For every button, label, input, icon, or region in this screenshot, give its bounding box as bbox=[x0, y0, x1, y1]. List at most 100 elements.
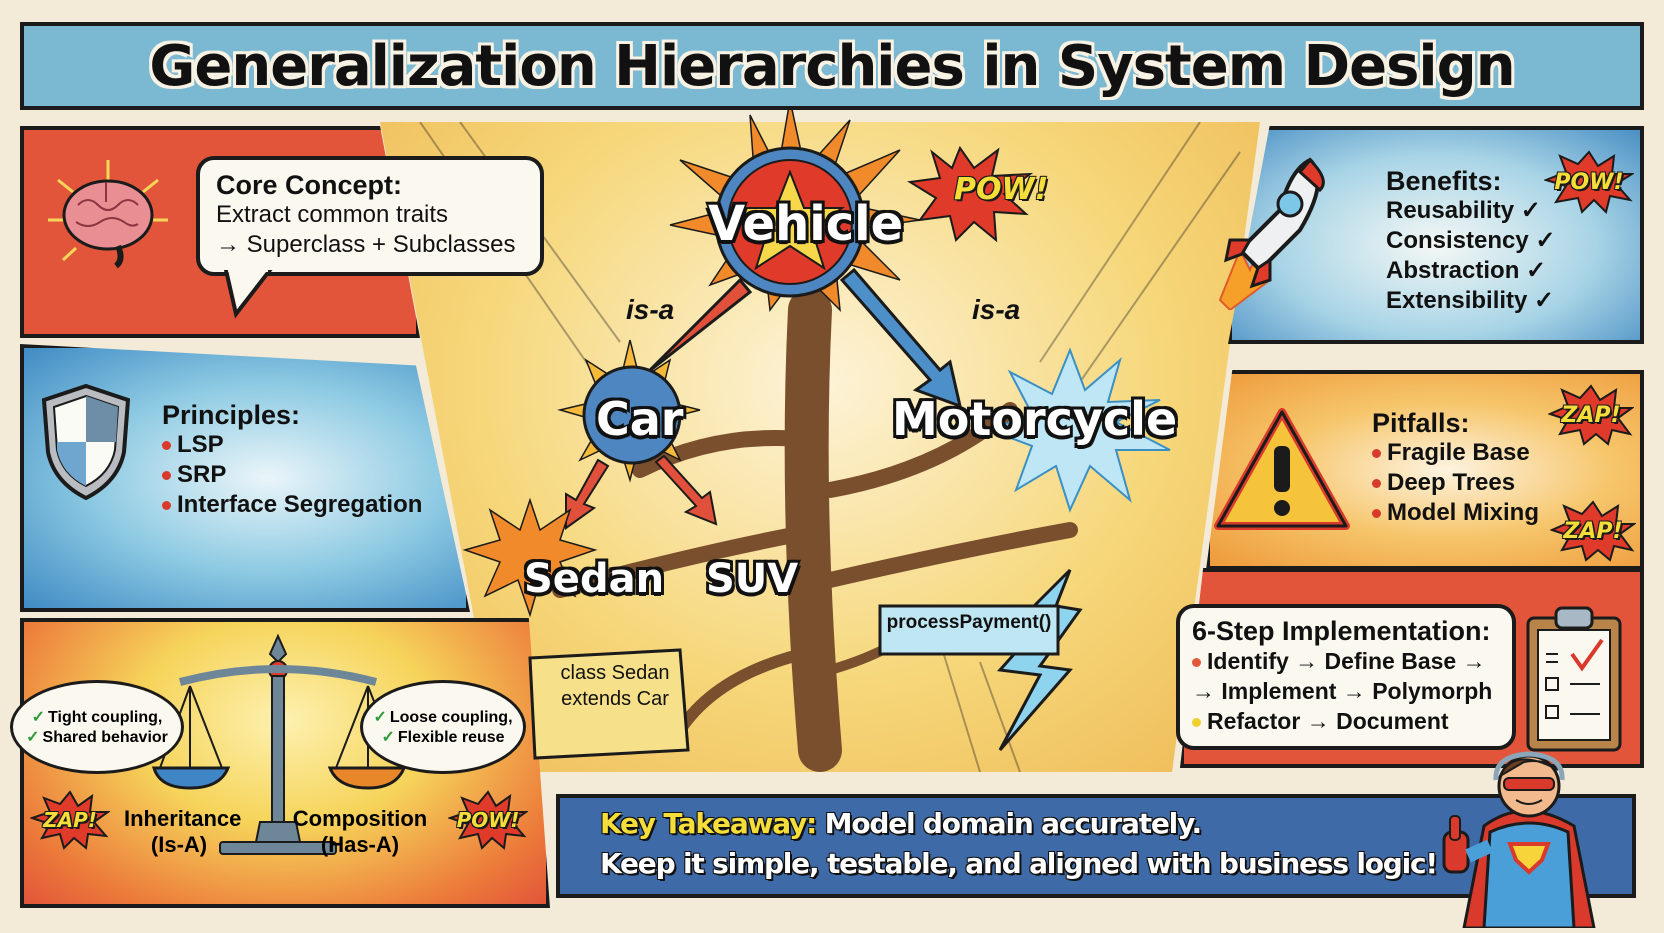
principles-list: Principles: LSP SRP Interface Segregatio… bbox=[162, 400, 422, 520]
pitfalls-heading: Pitfalls: bbox=[1372, 408, 1470, 438]
pow-burst-icon: POW! bbox=[448, 790, 528, 850]
check-icon: ✓ bbox=[381, 729, 395, 746]
pow-text: POW! bbox=[456, 808, 520, 832]
is-a-label-left: is-a bbox=[626, 294, 675, 325]
pow-text: POW! bbox=[1554, 169, 1624, 195]
pitfalls-list: Pitfalls: Fragile Base Deep Trees Model … bbox=[1372, 408, 1539, 528]
inheritance-bubble: ✓Tight coupling, ✓Shared behavior bbox=[10, 680, 184, 774]
takeaway-line-2: Keep it simple, testable, and aligned wi… bbox=[600, 847, 1438, 880]
benefits-list: Benefits: Reusability ✓ Consistency ✓ Ab… bbox=[1386, 166, 1556, 316]
node-car: Car bbox=[596, 392, 684, 446]
page-title: Generalization Hierarchies in System Des… bbox=[149, 33, 1515, 99]
benefits-heading: Benefits: bbox=[1386, 166, 1502, 196]
composition-bubble: ✓Loose coupling, ✓Flexible reuse bbox=[360, 680, 526, 774]
implementation-line: Identify → Define Base → bbox=[1207, 648, 1486, 674]
motorcycle-burst bbox=[987, 347, 1171, 513]
inheritance-pan bbox=[151, 766, 231, 790]
inheritance-label: Inheritance (Is-A) bbox=[124, 806, 242, 858]
zap-burst-icon: ZAP! bbox=[1550, 500, 1636, 562]
benefit-item: Consistency bbox=[1386, 227, 1529, 254]
implementation-line: → Implement → Polymorph bbox=[1192, 678, 1493, 704]
bullet-icon bbox=[1372, 509, 1381, 519]
check-icon: ✓ bbox=[31, 709, 46, 726]
benefit-item: Reusability bbox=[1386, 197, 1515, 224]
bullet-icon bbox=[162, 441, 171, 451]
superhero-icon bbox=[1424, 736, 1634, 933]
lightning-icon bbox=[996, 568, 1083, 751]
method-note-box bbox=[878, 604, 1060, 656]
rocket-icon bbox=[1200, 150, 1340, 315]
sedan-burst bbox=[462, 497, 598, 618]
core-concept-bubble: Core Concept: Extract common traits → Su… bbox=[196, 156, 544, 276]
code-note-box bbox=[528, 648, 690, 760]
method-note: processPayment() bbox=[886, 612, 1052, 633]
check-icon: ✓ bbox=[26, 729, 40, 746]
implementation-heading: 6-Step Implementation: bbox=[1192, 616, 1491, 646]
suv-arrow bbox=[654, 454, 718, 526]
inheritance-point: Shared behavior bbox=[42, 729, 168, 746]
node-sedan: Sedan bbox=[524, 556, 665, 602]
pitfall-item: Model Mixing bbox=[1387, 499, 1539, 526]
composition-point: Flexible reuse bbox=[397, 729, 505, 746]
composition-point: Loose coupling, bbox=[389, 709, 513, 726]
zap-text: ZAP! bbox=[1561, 402, 1621, 428]
zap-burst-icon: ZAP! bbox=[1548, 384, 1634, 446]
shield-icon bbox=[38, 382, 134, 507]
composition-title: Composition bbox=[292, 806, 428, 831]
bullet-icon bbox=[1192, 718, 1201, 728]
bullet-icon bbox=[1372, 449, 1381, 459]
inheritance-sub: (Is-A) bbox=[150, 832, 208, 857]
title-banner: Generalization Hierarchies in System Des… bbox=[20, 22, 1644, 110]
takeaway-label: Key Takeaway: bbox=[600, 807, 817, 840]
is-a-label-right: is-a bbox=[972, 294, 1021, 325]
hierarchy-tree bbox=[462, 110, 1171, 772]
sedan-arrow bbox=[565, 458, 610, 530]
core-concept-heading: Core Concept: bbox=[216, 170, 403, 200]
check-icon: ✓ bbox=[1526, 257, 1547, 284]
is-a-arrow-right bbox=[839, 267, 963, 409]
node-suv: SUV bbox=[706, 556, 799, 602]
composition-sub: (Has-A) bbox=[320, 832, 400, 857]
warning-icon bbox=[1214, 406, 1350, 541]
check-icon: ✓ bbox=[1520, 197, 1541, 224]
core-concept-line: → Superclass + Subclasses bbox=[216, 231, 516, 258]
brain-icon bbox=[48, 160, 168, 270]
bullet-icon bbox=[1192, 658, 1201, 668]
vehicle-pow-text: POW! bbox=[954, 172, 1049, 207]
composition-label: Composition (Has-A) bbox=[290, 806, 430, 858]
inheritance-title: Inheritance bbox=[124, 806, 242, 831]
node-vehicle: Vehicle bbox=[708, 196, 904, 252]
composition-pan bbox=[327, 766, 407, 790]
bullet-icon bbox=[1372, 479, 1381, 489]
bullet-icon bbox=[162, 501, 171, 511]
benefit-item: Extensibility bbox=[1386, 287, 1528, 314]
implementation-line: Refactor → Document bbox=[1207, 708, 1449, 734]
implementation-bubble: 6-Step Implementation: Identify → Define… bbox=[1176, 604, 1516, 750]
code-note-line: extends Car bbox=[561, 688, 669, 710]
star-icon bbox=[734, 169, 846, 271]
node-motorcycle: Motorcycle bbox=[892, 392, 1178, 446]
takeaway-line-1: Model domain accurately. bbox=[824, 807, 1203, 840]
zap-text: ZAP! bbox=[1563, 518, 1623, 544]
principle-item: Interface Segregation bbox=[177, 491, 423, 518]
pow-burst-icon bbox=[907, 145, 1034, 243]
check-icon: ✓ bbox=[1534, 287, 1555, 314]
principle-item: SRP bbox=[177, 461, 227, 488]
code-note-line: class Sedan bbox=[560, 662, 670, 684]
check-icon: ✓ bbox=[1535, 227, 1556, 254]
pitfall-item: Fragile Base bbox=[1387, 439, 1530, 466]
pow-burst-icon: POW! bbox=[1544, 150, 1634, 214]
bubble-tail bbox=[223, 270, 273, 319]
benefit-item: Abstraction bbox=[1386, 257, 1520, 284]
inheritance-point: Tight coupling, bbox=[48, 709, 163, 726]
check-icon: ✓ bbox=[373, 709, 387, 726]
clipboard-icon bbox=[1524, 604, 1624, 759]
takeaway-text: Key Takeaway: Model domain accurately. K… bbox=[600, 804, 1438, 884]
principle-item: LSP bbox=[177, 431, 224, 458]
bullet-icon bbox=[162, 471, 171, 481]
code-note: class Sedan extends Car bbox=[540, 660, 690, 712]
pitfall-item: Deep Trees bbox=[1387, 469, 1516, 496]
zap-burst-icon: ZAP! bbox=[30, 790, 110, 850]
principles-heading: Principles: bbox=[162, 400, 301, 430]
zap-text: ZAP! bbox=[43, 808, 97, 832]
